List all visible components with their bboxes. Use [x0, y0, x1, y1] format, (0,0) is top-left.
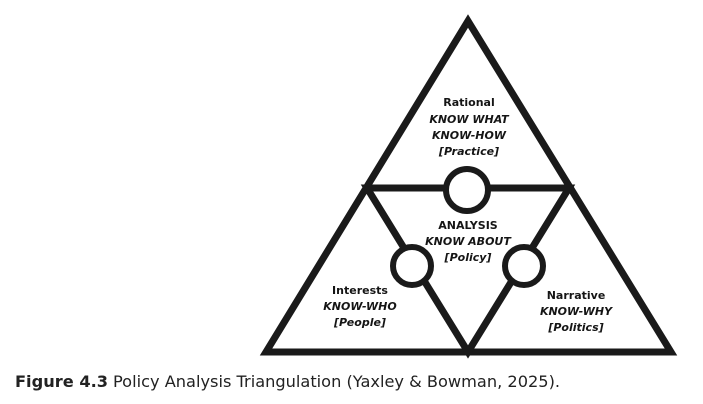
interests-title: Interests [332, 284, 388, 297]
rational-know-what: KNOW WHAT [429, 113, 510, 126]
top-connector-circle [443, 166, 491, 214]
narrative-politics: [Politics] [547, 321, 603, 334]
rational-know-how: KNOW-HOW [432, 129, 507, 142]
rational-practice: [Practice] [438, 145, 499, 158]
right-connector-circle [502, 244, 546, 288]
narrative-label: Narrative KNOW-WHY [Politics] [540, 289, 613, 334]
interests-label: Interests KNOW-WHO [People] [323, 284, 396, 329]
analysis-policy: [Policy] [444, 251, 492, 264]
rational-label: Rational KNOW WHAT KNOW-HOW [Practice] [429, 96, 510, 158]
figure-caption: Figure 4.3 Policy Analysis Triangulation … [15, 372, 560, 391]
narrative-know-why: KNOW-WHY [540, 305, 613, 318]
left-connector-circle [390, 244, 434, 288]
rational-title: Rational [443, 96, 495, 109]
analysis-label: ANALYSIS KNOW ABOUT [Policy] [425, 219, 512, 264]
interests-know-who: KNOW-WHO [323, 300, 396, 313]
analysis-title: ANALYSIS [438, 219, 498, 232]
analysis-know-about: KNOW ABOUT [425, 235, 512, 248]
interests-people: [People] [333, 316, 386, 329]
narrative-title: Narrative [547, 289, 606, 302]
figure-title: Policy Analysis Triangulation (Yaxley & … [113, 372, 561, 391]
figure-number: Figure 4.3 [15, 372, 108, 391]
